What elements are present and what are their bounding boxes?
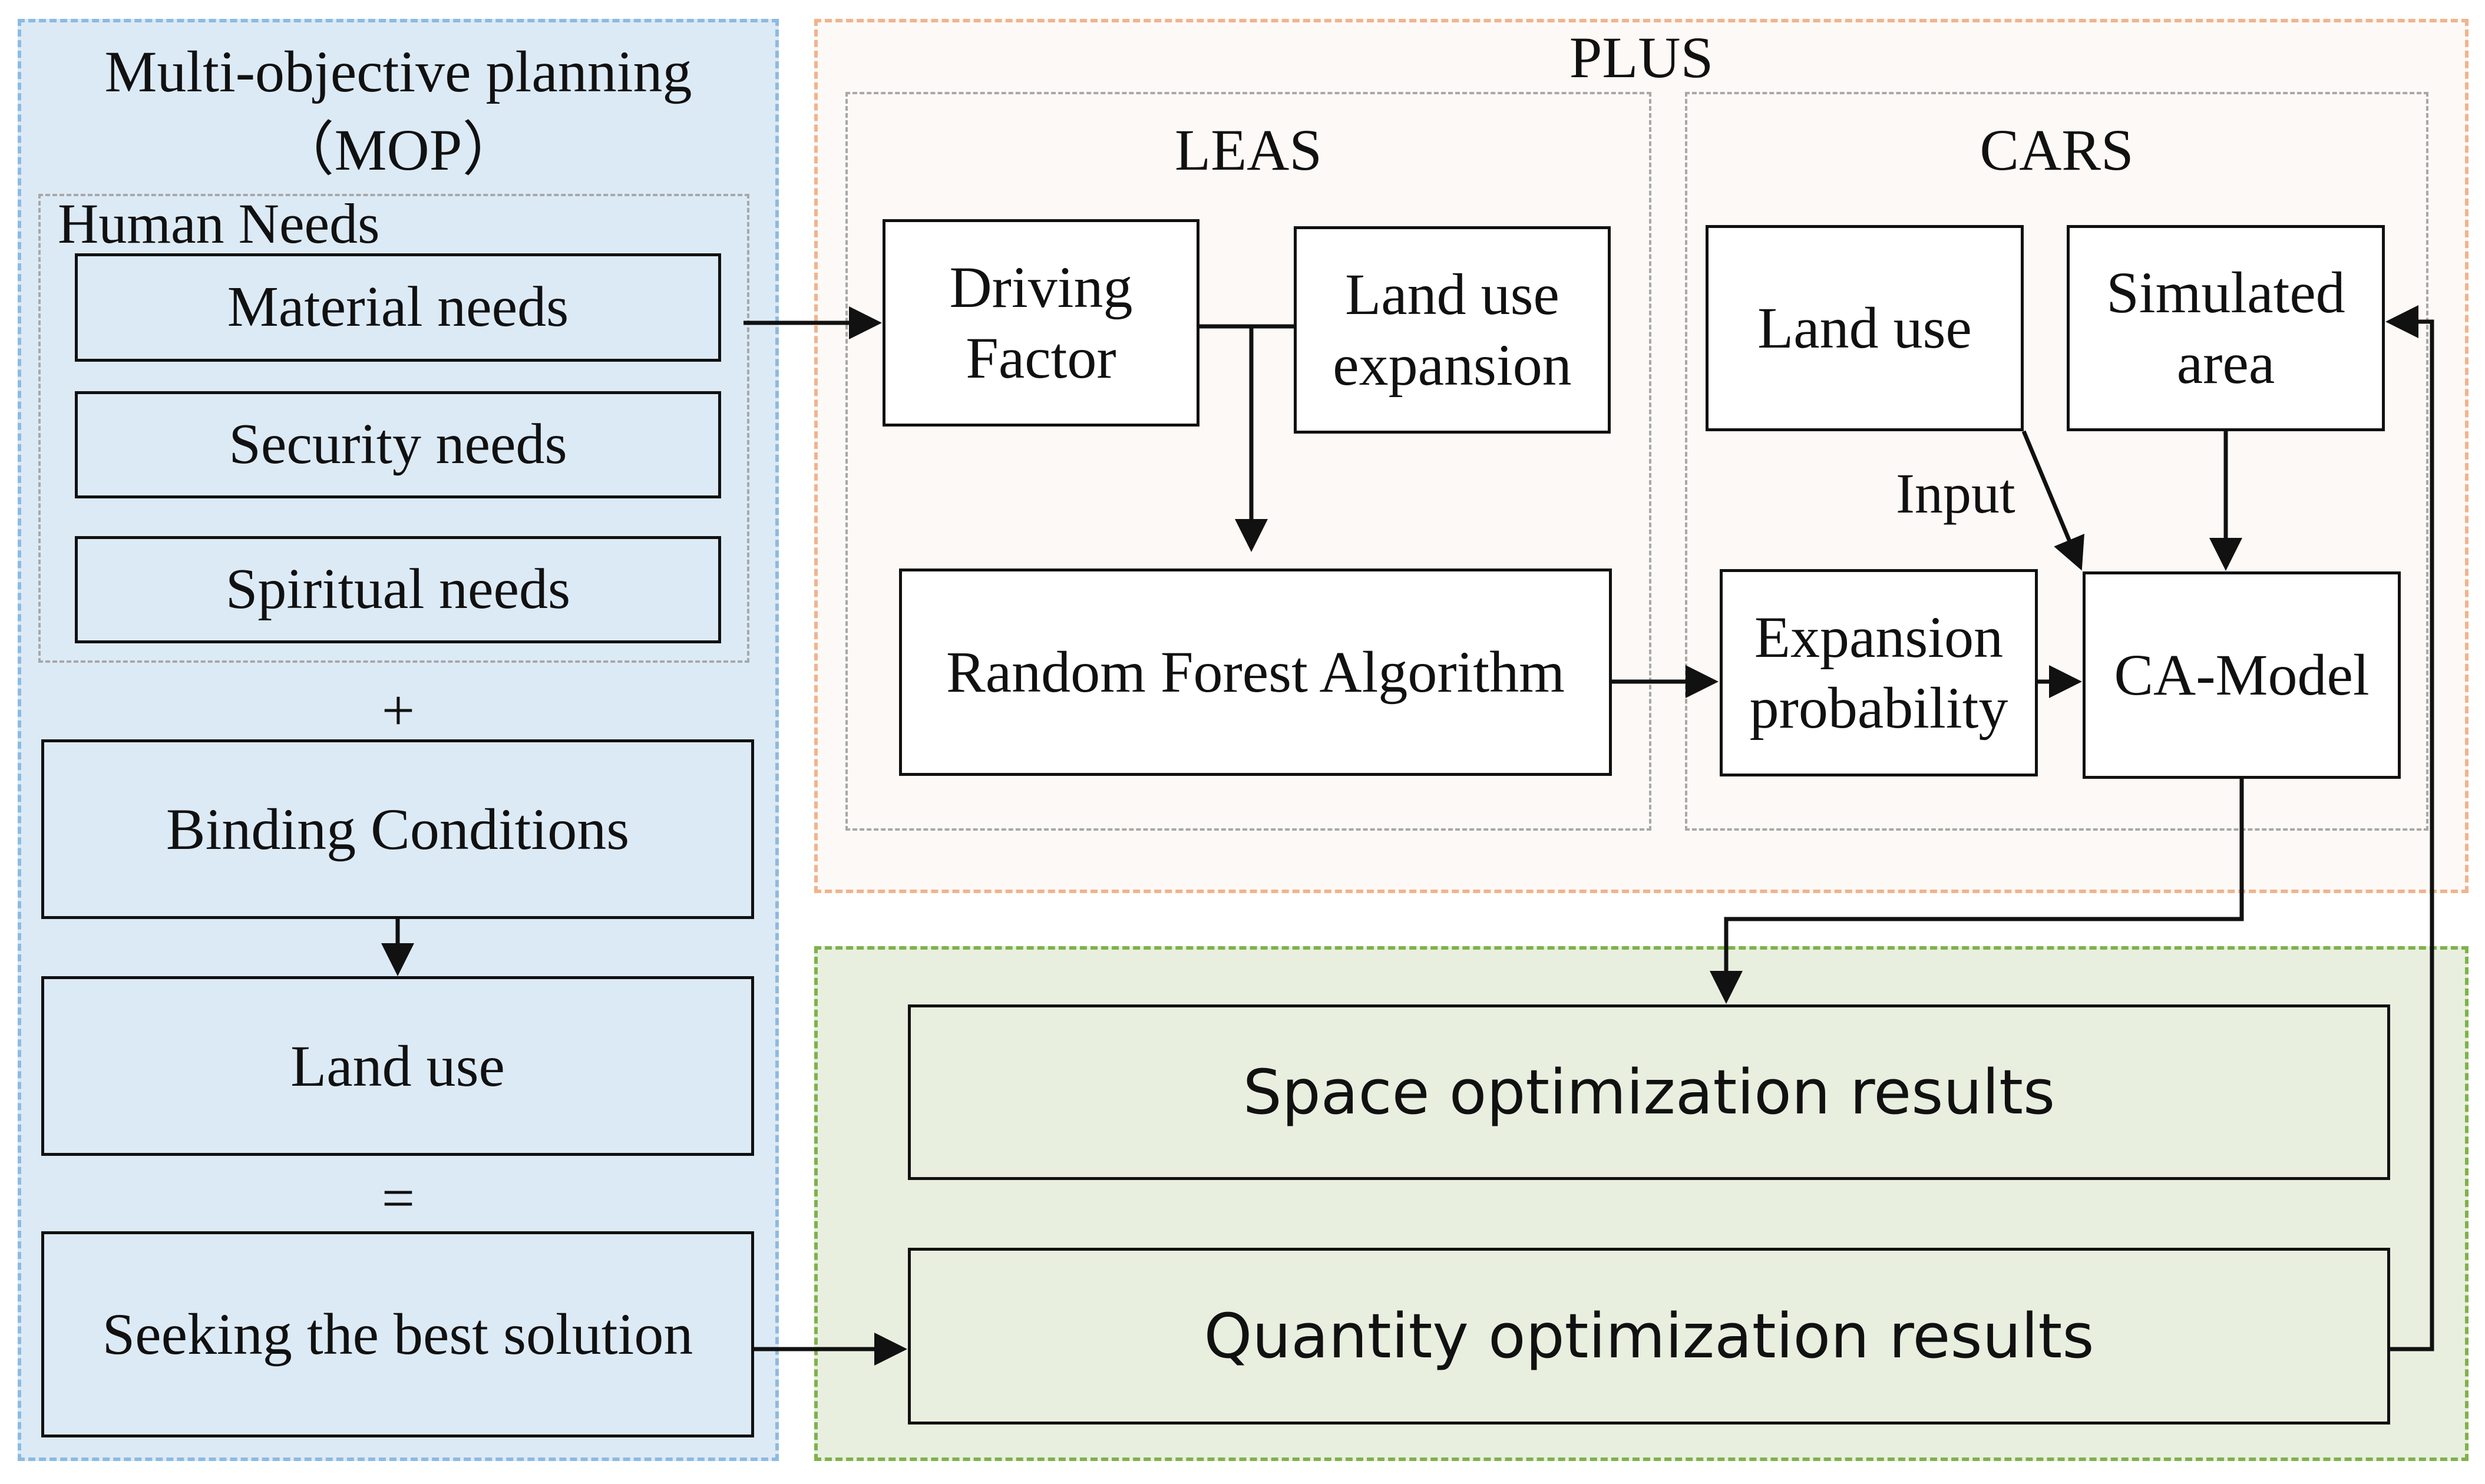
ca-model-box: CA-Model	[2083, 571, 2401, 779]
mop-title: Multi-objective planning	[104, 39, 692, 104]
material-needs-box: Material needs	[75, 253, 721, 362]
binding-conditions-box: Binding Conditions	[41, 739, 754, 919]
security-needs-box: Security needs	[75, 391, 721, 498]
human-needs-group	[38, 194, 749, 663]
land-use-box: Land use	[41, 976, 754, 1156]
space-optimization-box: Space optimization results	[908, 1004, 2390, 1180]
spiritual-needs-box: Spiritual needs	[75, 536, 721, 643]
simulated-area-box: Simulated area	[2067, 225, 2385, 431]
plus-title: PLUS	[1569, 25, 1714, 90]
cars-land-use-box: Land use	[1706, 225, 2024, 431]
plus-symbol: +	[381, 677, 415, 743]
arrow-ca-to-space	[1710, 779, 2244, 1004]
input-label: Input	[1896, 462, 2015, 525]
leas-title: LEAS	[1175, 117, 1322, 183]
leas-group	[845, 92, 1651, 831]
expansion-probability-box: Expansion probability	[1720, 569, 2038, 776]
land-use-expansion-box: Land use expansion	[1294, 226, 1611, 434]
cars-title: CARS	[1980, 117, 2134, 183]
arrow-quantity-to-simulated	[2385, 305, 2434, 1351]
driving-factor-box: Driving Factor	[883, 219, 1199, 427]
human-needs-label: Human Needs	[58, 192, 380, 255]
cars-group	[1685, 92, 2428, 831]
mop-title-abbreviation: （MOP）	[275, 117, 521, 183]
equals-symbol: =	[381, 1165, 415, 1231]
arrow-landuse-input-to-ca	[2021, 430, 2084, 571]
random-forest-box: Random Forest Algorithm	[899, 569, 1612, 776]
best-solution-box: Seeking the best solution	[41, 1231, 754, 1437]
quantity-optimization-box: Quantity optimization results	[908, 1248, 2390, 1424]
